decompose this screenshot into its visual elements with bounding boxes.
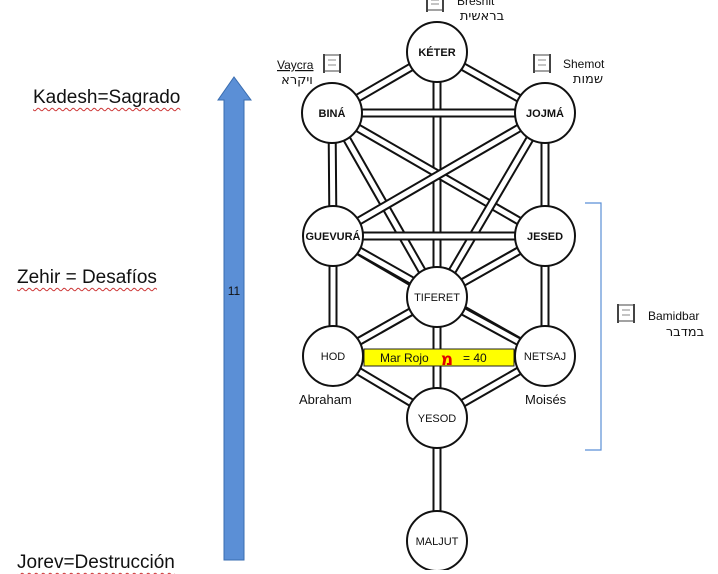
path-guevura-jesed bbox=[332, 231, 546, 241]
sefira-label: JESED bbox=[527, 231, 563, 243]
breshit-hebrew: בראשית bbox=[460, 9, 504, 24]
sefira-yesod: YESOD bbox=[406, 387, 468, 449]
mar-rojo-rect bbox=[363, 348, 515, 367]
sefira-guevura: GUEVURÁ bbox=[302, 205, 364, 267]
sefira-label: HOD bbox=[321, 351, 346, 363]
sefira-tiferet: TIFERET bbox=[406, 266, 468, 328]
mar-rojo-value: = 40 bbox=[463, 351, 487, 365]
abraham-label: Abraham bbox=[299, 392, 352, 407]
jorev-label: Jorev=Destrucción bbox=[17, 552, 175, 573]
ascending-arrow: 11 bbox=[217, 76, 252, 561]
kadesh-label: Kadesh=Sagrado bbox=[33, 87, 181, 108]
torah-scroll-icon bbox=[426, 0, 444, 12]
sefira-label: JOJMÁ bbox=[526, 107, 564, 120]
sefira-circle bbox=[406, 266, 468, 328]
path-bina-jojma bbox=[331, 108, 546, 118]
sefira-label: GUEVURÁ bbox=[305, 230, 360, 243]
sefira-label: NETSAJ bbox=[524, 351, 566, 363]
sefira-bina: BINÁ bbox=[301, 82, 363, 144]
bamidbar-hebrew: במדבר bbox=[666, 325, 704, 340]
bamidbar-latin: Bamidbar bbox=[648, 309, 699, 323]
mar-rojo-text: Mar Rojo bbox=[380, 351, 429, 365]
breshit-latin: Breshit bbox=[457, 0, 495, 8]
shemot-latin: Shemot bbox=[563, 57, 605, 71]
sefira-circle bbox=[406, 387, 468, 449]
sefira-label: KÉTER bbox=[418, 46, 455, 59]
vaycra-latin: Vaycra bbox=[277, 58, 314, 72]
sefira-circle bbox=[514, 82, 576, 144]
sefira-circle bbox=[406, 510, 468, 570]
sefira-circle bbox=[302, 325, 364, 387]
sefira-label: YESOD bbox=[418, 413, 457, 425]
book-breshit: Breshit בראשית bbox=[426, 0, 504, 24]
torah-scroll-icon bbox=[617, 304, 635, 323]
right-bracket bbox=[585, 202, 602, 451]
book-bamidbar: Bamidbar במדבר bbox=[617, 304, 704, 340]
arrow-number: 11 bbox=[228, 284, 241, 298]
book-vaycra: Vaycra ויקרא bbox=[277, 54, 341, 88]
mar-rojo-band: Mar Rojo מ = 40 bbox=[363, 348, 515, 370]
sefira-circle bbox=[406, 21, 468, 83]
shemot-hebrew: שמות bbox=[573, 72, 603, 87]
sefira-label: MALJUT bbox=[416, 536, 459, 548]
sefira-jojma: JOJMÁ bbox=[514, 82, 576, 144]
torah-scroll-icon bbox=[323, 54, 341, 73]
sefira-label: TIFERET bbox=[414, 292, 460, 304]
sefira-circle bbox=[514, 325, 576, 387]
sefirot-nodes: KÉTER BINÁ JOJMÁ GUEVURÁ JESED TIFERET HOD NETS… bbox=[301, 21, 576, 570]
vaycra-hebrew: ויקרא bbox=[281, 73, 313, 88]
sefira-circle bbox=[301, 82, 363, 144]
sefira-jesed: JESED bbox=[514, 205, 576, 267]
sefira-circle bbox=[514, 205, 576, 267]
sefira-hod: HOD bbox=[302, 325, 364, 387]
sefira-maljut: MALJUT bbox=[406, 510, 468, 570]
torah-scroll-icon bbox=[533, 54, 551, 73]
sefira-keter: KÉTER bbox=[406, 21, 468, 83]
sefira-label: BINÁ bbox=[319, 107, 346, 120]
sefira-circle bbox=[302, 205, 364, 267]
book-shemot: Shemot שמות bbox=[533, 54, 605, 87]
zehir-label: Zehir = Desafíos bbox=[17, 267, 157, 288]
mem-letter: מ bbox=[441, 350, 453, 370]
sefira-netsaj: NETSAJ bbox=[514, 325, 576, 387]
arrow-shape bbox=[217, 76, 252, 561]
moises-label: Moisés bbox=[525, 392, 567, 407]
